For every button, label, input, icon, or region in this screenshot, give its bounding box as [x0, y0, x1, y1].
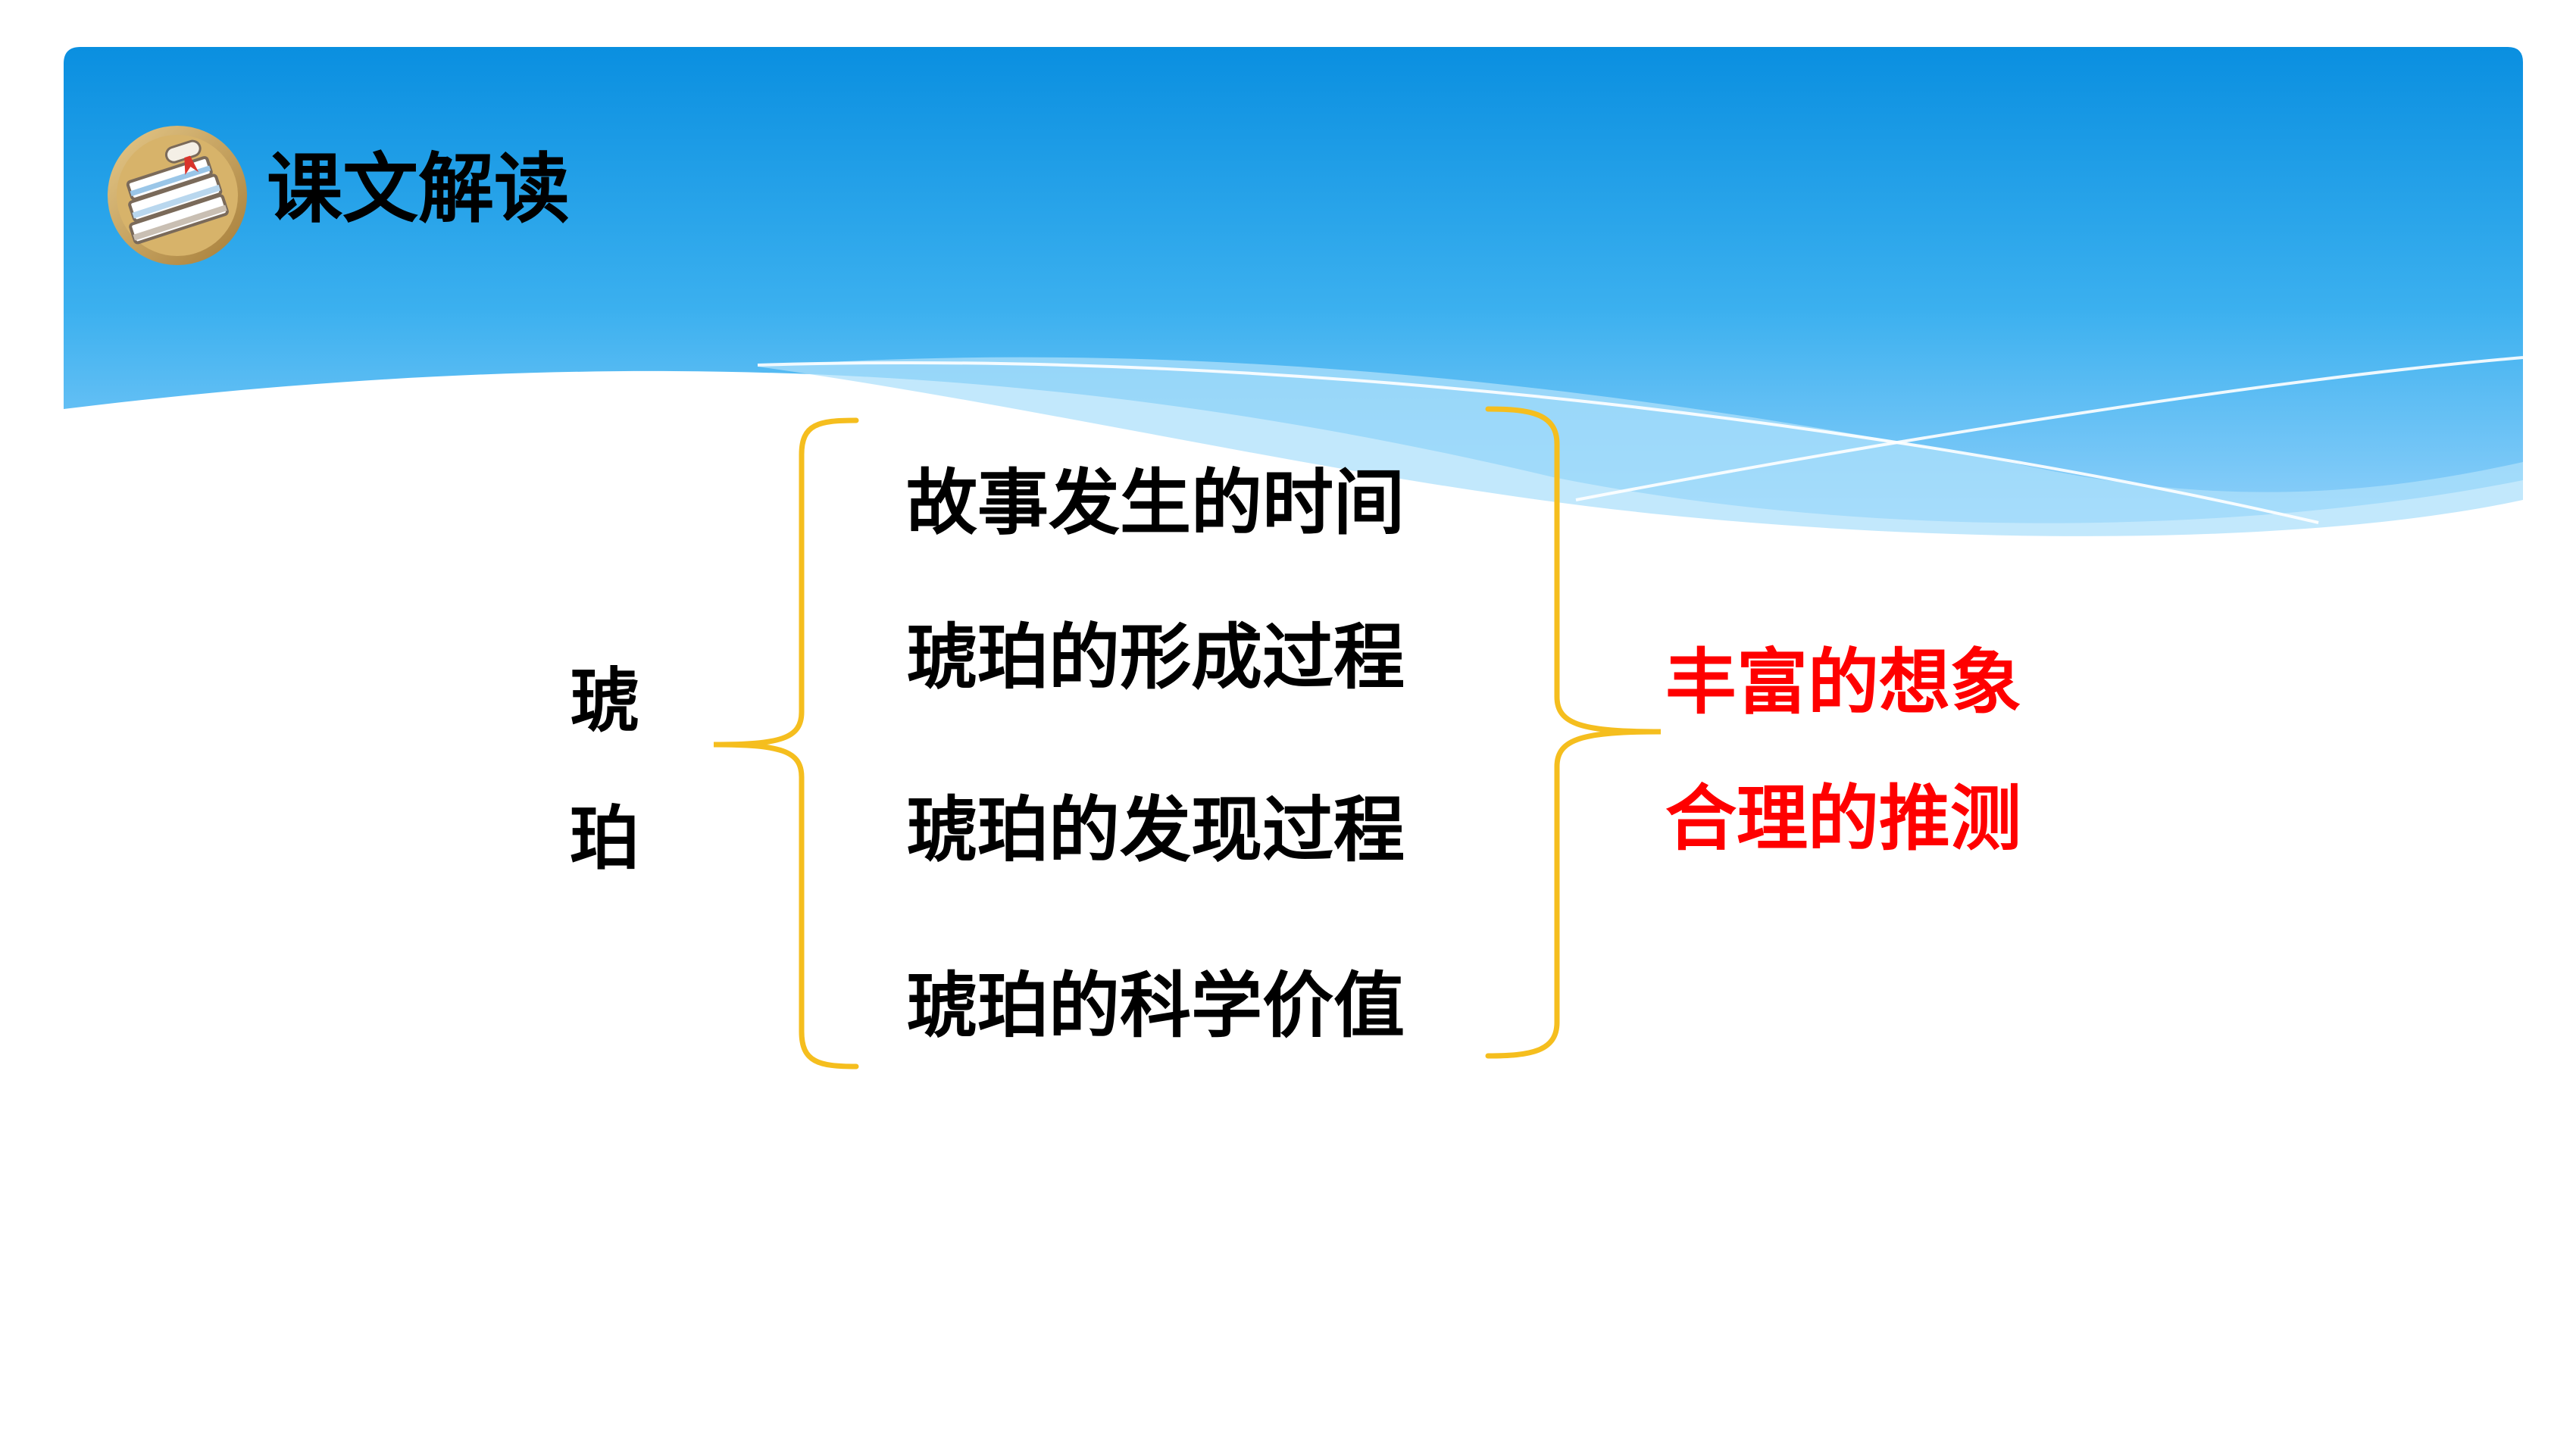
page-title: 课文解读 — [267, 145, 570, 233]
aspect-item-time: 故事发生的时间 — [906, 462, 1405, 545]
header-wave-light — [758, 357, 2523, 536]
header-wave-line-1 — [757, 361, 2319, 524]
aspect-item-discovery: 琥珀的发现过程 — [906, 789, 1405, 872]
feature-imagination: 丰富的想象 — [1665, 642, 2022, 724]
subject-char: 琥 — [570, 660, 640, 742]
right-brace — [1485, 406, 1662, 1059]
feature-inference: 合理的推测 — [1665, 778, 2022, 860]
header-wave-line-2 — [1575, 356, 2524, 501]
books-icon — [108, 126, 247, 265]
header-banner — [64, 47, 2523, 523]
subject-char: 珀 — [570, 798, 640, 879]
aspect-item-value: 琥珀的科学价值 — [906, 965, 1405, 1048]
aspect-item-formation: 琥珀的形成过程 — [906, 617, 1405, 699]
left-brace — [713, 417, 859, 1070]
